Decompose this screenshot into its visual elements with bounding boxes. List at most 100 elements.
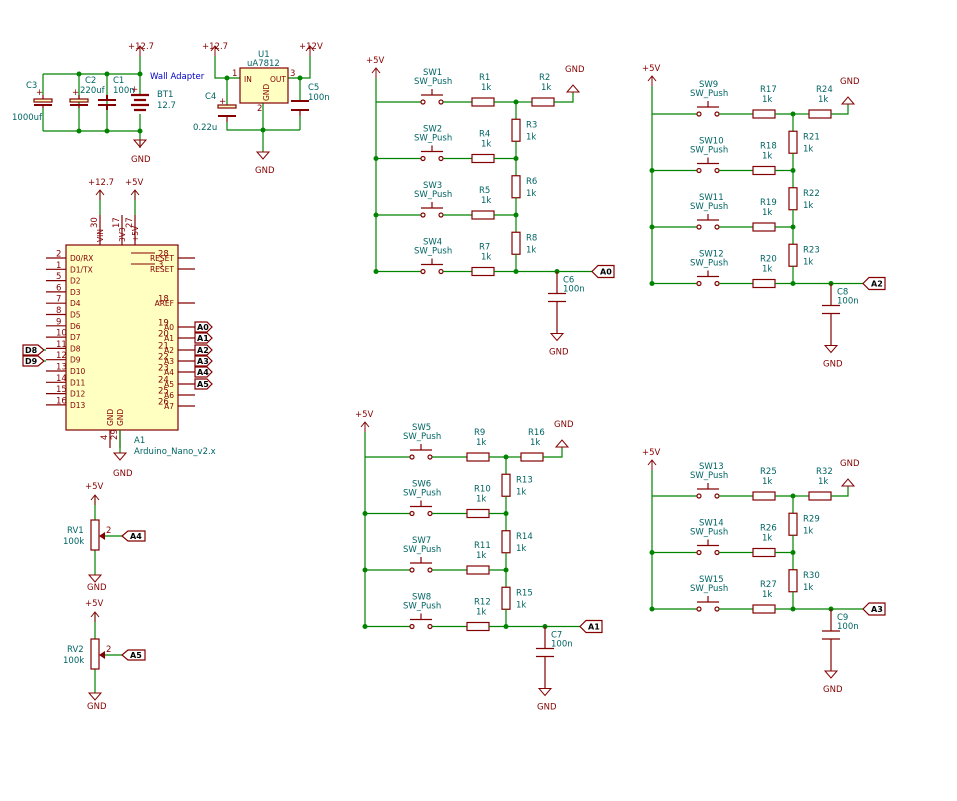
nano-pin-name: A6	[164, 391, 174, 400]
nano-pin-number: 18	[158, 295, 169, 305]
resistor-value: 1k	[476, 495, 486, 505]
resistor-value: 1k	[526, 189, 536, 199]
nano-pin-number: 9	[56, 317, 61, 327]
nano-pin-name: D13	[70, 401, 86, 410]
resistor-ref: R11	[474, 541, 491, 551]
resistor-value: 1k	[526, 132, 536, 142]
nano-pin-name: D2	[70, 277, 81, 286]
net-flag-text: A2	[871, 280, 883, 289]
gnd-text: GND	[840, 459, 860, 469]
capacitor-ref: C7	[551, 631, 562, 641]
switch-ref: SW6	[412, 480, 431, 490]
nano-pin-name: RESET	[150, 254, 174, 263]
switch-ref: SW12	[699, 250, 724, 260]
gnd-symbol-u1: GND	[255, 151, 275, 176]
svg-text:+: +	[219, 97, 226, 107]
resistor-ref: R9	[474, 428, 485, 438]
nano-flag-a3: A3	[194, 355, 213, 367]
nano-pin-name: GND	[116, 409, 125, 426]
u1-value: uA7812	[247, 59, 280, 69]
power-symbol-12v7-b: +12.7	[202, 42, 228, 56]
nano-pin-number: 11	[56, 340, 67, 350]
resistor-ref: R26	[760, 524, 777, 534]
svg-text:+5V: +5V	[125, 178, 144, 188]
resistor-ref: R30	[803, 571, 820, 581]
net-flag-text: A0	[197, 323, 209, 332]
capacitor-c4: + C4 0.22u	[193, 92, 237, 133]
u1-body	[239, 67, 289, 104]
resistor-value: 1k	[516, 544, 526, 554]
resistor-value: 1k	[526, 245, 536, 255]
switch-value: SW_Push	[690, 471, 728, 481]
resistor-ref: R1	[479, 73, 490, 83]
svg-text:GND: GND	[131, 155, 151, 165]
nano-pin-number: 10	[56, 329, 67, 339]
bt1-ref: BT1	[157, 90, 173, 100]
net-flag-text: A2	[197, 346, 209, 355]
nano-pin-number: 13	[56, 363, 67, 373]
svg-text:1: 1	[232, 69, 237, 79]
c1-ref: C1	[113, 76, 124, 86]
net-flag-text: A5	[130, 651, 142, 660]
nano-pin-number: 24	[158, 376, 169, 386]
static-layer: + C3 1000uf + C2 220uf C1 100n + BT1 12.…	[12, 42, 886, 713]
switch-value: SW_Push	[690, 528, 728, 538]
switch-ref: SW10	[699, 137, 724, 147]
svg-text:3: 3	[290, 69, 295, 79]
rv2-value: 100k	[63, 656, 84, 666]
switch-ref: SW15	[699, 575, 724, 585]
resistor-ref: R17	[760, 85, 777, 95]
resistor-ref: R7	[479, 243, 490, 253]
resistor-value: 1k	[541, 83, 551, 93]
nano-pin-name: D12	[70, 390, 86, 399]
net-flag-a4: A4	[121, 530, 146, 542]
nano-pin-number: 20	[158, 330, 169, 340]
resistor-ref: R32	[816, 467, 833, 477]
switch-value: SW_Push	[403, 489, 441, 499]
resistor-ref: R4	[479, 130, 490, 140]
svg-text:+: +	[72, 88, 79, 98]
nano-pin-name: D11	[70, 378, 86, 387]
nano-flag-a1: A1	[194, 332, 213, 344]
capacitor-value: 100n	[551, 640, 573, 650]
resistor-value: 1k	[481, 253, 491, 263]
nano-pin-name: D3	[70, 288, 81, 297]
resistor-value: 1k	[476, 608, 486, 618]
capacitor-c2: + C2 220uf	[69, 76, 106, 108]
c3-value: 1000uf	[12, 113, 43, 123]
resistor-ref: R20	[760, 255, 777, 265]
nano-pin-number: 1	[56, 261, 61, 271]
gnd-text: GND	[840, 77, 860, 87]
capacitor-value: 100n	[837, 622, 859, 632]
resistor-ref: R15	[516, 588, 533, 598]
capacitor-ref: C9	[837, 613, 848, 623]
switch-value: SW_Push	[403, 432, 441, 442]
resistor-value: 1k	[762, 152, 772, 162]
nano-pin-number: 17	[112, 217, 122, 228]
svg-text:OUT: OUT	[270, 75, 286, 84]
net-flag-text: A4	[130, 532, 142, 541]
switch-value: SW_Push	[690, 146, 728, 156]
